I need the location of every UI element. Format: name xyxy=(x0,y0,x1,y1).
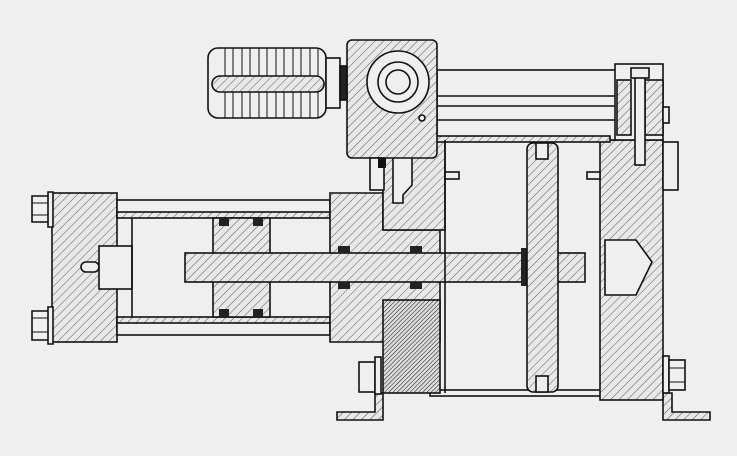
piston-rod xyxy=(184,252,586,283)
right-fitting xyxy=(662,141,679,191)
guide-post-left xyxy=(444,171,460,180)
plate-bushing-top xyxy=(535,142,549,160)
end-cap-pin xyxy=(80,261,100,273)
lower-block xyxy=(382,299,441,394)
end-cap-port xyxy=(98,245,133,290)
cone-tip xyxy=(604,239,653,296)
limit-switch-assembly xyxy=(614,63,670,166)
moving-plate xyxy=(526,142,559,393)
top-guide-rail xyxy=(429,69,618,143)
motor xyxy=(207,47,348,119)
guide-post-right xyxy=(586,171,601,180)
right-bolt xyxy=(662,355,686,394)
piston-seals xyxy=(219,218,263,317)
front-bolt xyxy=(358,356,382,395)
plate-bushing-bottom xyxy=(535,375,549,393)
gearbox-screw xyxy=(418,114,426,122)
rod-seals xyxy=(338,246,529,289)
rear-bolts xyxy=(31,191,54,345)
